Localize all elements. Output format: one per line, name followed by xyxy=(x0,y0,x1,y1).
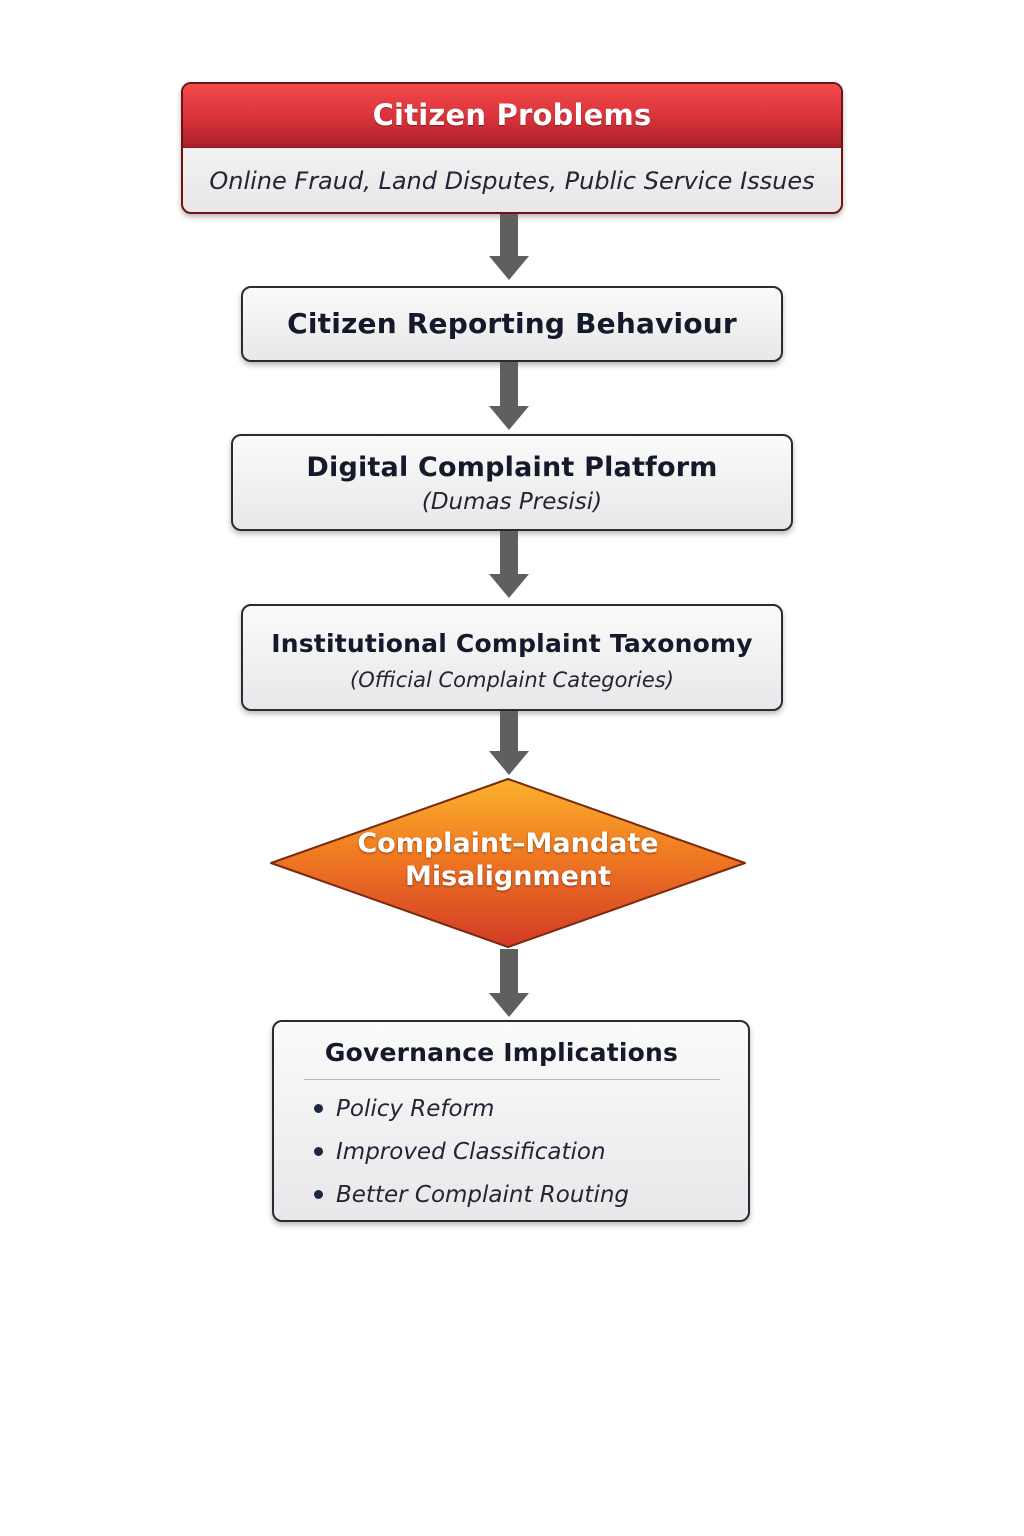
list-item-label: Improved Classification xyxy=(336,1139,606,1165)
arrow-shaft xyxy=(500,711,518,753)
bullet-icon xyxy=(314,1104,323,1113)
bullet-icon xyxy=(314,1190,323,1199)
misalignment-label: Complaint–Mandate Misalignment xyxy=(268,827,748,893)
citizen-problems-box: Citizen Problems Online Fraud, Land Disp… xyxy=(181,82,843,214)
complaint-taxonomy-subtitle: (Official Complaint Categories) xyxy=(350,668,674,692)
arrow-shaft xyxy=(500,214,518,258)
list-item: Policy Reform xyxy=(314,1088,629,1131)
arrow-head xyxy=(489,256,529,280)
complaint-taxonomy-box: Institutional Complaint Taxonomy (Offici… xyxy=(241,604,783,711)
misalignment-line-2: Misalignment xyxy=(404,861,612,892)
arrow-head xyxy=(489,406,529,430)
citizen-reporting-title: Citizen Reporting Behaviour xyxy=(287,307,737,340)
diamond-shape xyxy=(270,778,746,948)
flow-arrow-5 xyxy=(489,949,529,1017)
arrow-shaft xyxy=(500,949,518,995)
misalignment-diamond: Complaint–Mandate Misalignment xyxy=(268,777,748,949)
list-item-label: Better Complaint Routing xyxy=(336,1182,630,1208)
list-item-label: Policy Reform xyxy=(336,1096,495,1122)
governance-implications-list: Policy Reform Improved Classification Be… xyxy=(314,1088,630,1217)
arrow-head xyxy=(489,993,529,1017)
digital-platform-title: Digital Complaint Platform xyxy=(306,452,718,483)
governance-implications-title: Governance Implications xyxy=(324,1038,679,1067)
misalignment-line-1: Complaint–Mandate xyxy=(357,828,659,859)
flow-arrow-2 xyxy=(489,362,529,430)
citizen-reporting-box: Citizen Reporting Behaviour xyxy=(241,286,783,362)
citizen-problems-subtitle: Online Fraud, Land Disputes, Public Serv… xyxy=(209,167,815,195)
bullet-icon xyxy=(314,1147,323,1156)
arrow-head xyxy=(489,574,529,598)
governance-implications-box: Governance Implications Policy Reform Im… xyxy=(272,1020,750,1222)
list-item: Better Complaint Routing xyxy=(314,1174,630,1217)
citizen-problems-title: Citizen Problems xyxy=(183,84,841,148)
arrow-shaft xyxy=(500,531,518,576)
digital-platform-subtitle: (Dumas Presisi) xyxy=(421,489,603,515)
arrow-shaft xyxy=(500,362,518,408)
governance-divider xyxy=(304,1079,720,1080)
complaint-taxonomy-title: Institutional Complaint Taxonomy xyxy=(271,629,753,658)
flow-arrow-3 xyxy=(489,531,529,598)
flow-arrow-4 xyxy=(489,711,529,775)
flow-arrow-1 xyxy=(489,214,529,280)
list-item: Improved Classification xyxy=(314,1131,629,1174)
digital-platform-box: Digital Complaint Platform (Dumas Presis… xyxy=(231,434,793,531)
arrow-head xyxy=(489,751,529,775)
